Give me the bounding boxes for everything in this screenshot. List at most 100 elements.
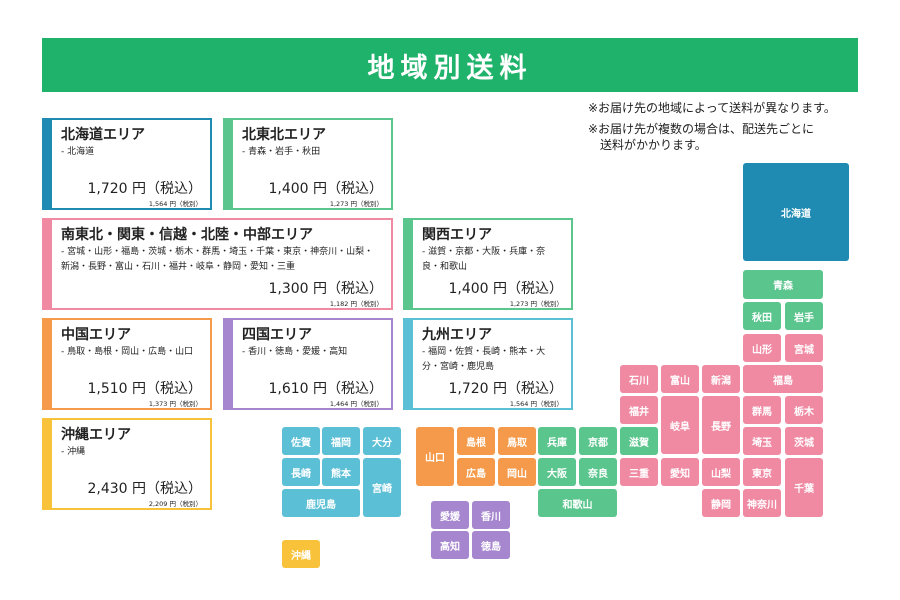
map-tile-kumamoto: 熊本	[322, 458, 360, 486]
map-tile-okayama: 岡山	[498, 458, 536, 486]
map-tile-chiba: 千葉	[785, 458, 823, 517]
area-prefectures: - 青森・岩手・秋田	[242, 147, 321, 157]
map-tile-saga: 佐賀	[282, 427, 320, 455]
area-price-incl: 2,430 円（税込）	[87, 481, 202, 497]
map-tile-nagasaki: 長崎	[282, 458, 320, 486]
area-color-bar	[223, 318, 233, 410]
map-tile-ishikawa: 石川	[620, 365, 658, 393]
map-tile-miyagi: 宮城	[785, 334, 823, 362]
area-card-kansai: 関西エリア - 滋賀・京都・大阪・兵庫・奈良・和歌山 1,400 円（税込） 1…	[403, 218, 573, 310]
map-tile-fukui: 福井	[620, 396, 658, 424]
map-tile-kagoshima: 鹿児島	[282, 489, 360, 517]
area-prefectures: - 香川・徳島・愛媛・高知	[242, 347, 348, 357]
map-tile-akita: 秋田	[743, 302, 781, 330]
map-tile-toyama: 富山	[661, 365, 699, 393]
map-tile-tokyo: 東京	[743, 458, 781, 486]
map-tile-okinawa: 沖縄	[282, 540, 320, 568]
area-color-bar	[42, 318, 52, 410]
area-title: 関西エリア	[422, 227, 492, 243]
area-title: 北海道エリア	[61, 127, 145, 143]
map-tile-hokkaido: 北海道	[743, 163, 849, 261]
area-color-bar	[403, 218, 413, 310]
area-price-incl: 1,610 円（税込）	[268, 381, 383, 397]
area-color-bar	[42, 218, 52, 310]
area-color-bar	[223, 118, 233, 210]
map-tile-yamagata: 山形	[743, 334, 781, 362]
map-tile-yamanashi: 山梨	[702, 458, 740, 486]
note-line-2-cont: 送料がかかります。	[600, 138, 707, 152]
area-card-minamitohoku: 南東北・関東・信越・北陸・中部エリア - 宮城・山形・福島・茨城・栃木・群馬・埼…	[42, 218, 393, 310]
area-price-excl: 1,564 円（税別）	[509, 400, 563, 408]
area-price-incl: 1,400 円（税込）	[448, 281, 563, 297]
area-price-incl: 1,300 円（税込）	[268, 281, 383, 297]
map-tile-aomori: 青森	[743, 270, 823, 299]
map-tile-aichi: 愛知	[661, 458, 699, 486]
map-tile-wakayama: 和歌山	[538, 489, 617, 517]
map-tile-ehime: 愛媛	[431, 501, 469, 529]
area-card-shikoku: 四国エリア - 香川・徳島・愛媛・高知 1,610 円（税込） 1,464 円（…	[223, 318, 393, 410]
map-tile-kagawa: 香川	[472, 501, 510, 529]
area-card-kitatohoku: 北東北エリア - 青森・岩手・秋田 1,400 円（税込） 1,273 円（税別…	[223, 118, 393, 210]
map-tile-tokushima: 徳島	[472, 531, 510, 559]
map-tile-tottori: 鳥取	[498, 427, 536, 455]
area-prefectures: - 沖縄	[61, 447, 86, 457]
map-tile-gunma: 群馬	[743, 396, 781, 424]
map-tile-nara: 奈良	[579, 458, 617, 486]
area-title: 南東北・関東・信越・北陸・中部エリア	[61, 227, 313, 243]
area-card-okinawa: 沖縄エリア - 沖縄 2,430 円（税込） 2,209 円（税別）	[42, 418, 212, 510]
map-tile-kanagawa: 神奈川	[743, 489, 781, 517]
map-tile-fukushima: 福島	[743, 365, 823, 393]
area-price-excl: 1,273 円（税別）	[509, 300, 563, 308]
map-tile-yamaguchi: 山口	[416, 427, 454, 486]
area-title: 沖縄エリア	[61, 427, 131, 443]
map-tile-iwate: 岩手	[785, 302, 823, 330]
area-prefectures: - 宮城・山形・福島・茨城・栃木・群馬・埼玉・千葉・東京・神奈川・山梨・新潟・長…	[61, 247, 374, 272]
map-tile-ibaraki: 茨城	[785, 427, 823, 455]
area-card-kyushu: 九州エリア - 福岡・佐賀・長崎・熊本・大分・宮崎・鹿児島 1,720 円（税込…	[403, 318, 573, 410]
page-title: 地域別送料	[42, 38, 858, 92]
area-card-hokkaido: 北海道エリア - 北海道 1,720 円（税込） 1,564 円（税別）	[42, 118, 212, 210]
area-price-excl: 1,564 円（税別）	[148, 200, 202, 208]
area-card-chugoku: 中国エリア - 鳥取・島根・岡山・広島・山口 1,510 円（税込） 1,373…	[42, 318, 212, 410]
area-price-incl: 1,720 円（税込）	[87, 181, 202, 197]
area-prefectures: - 滋賀・京都・大阪・兵庫・奈良・和歌山	[422, 247, 546, 272]
area-title: 九州エリア	[422, 327, 492, 343]
map-tile-shiga: 滋賀	[620, 427, 658, 455]
map-tile-niigata: 新潟	[702, 365, 740, 393]
map-tile-miyazaki: 宮崎	[363, 458, 401, 517]
area-color-bar	[42, 418, 52, 510]
note-line-1: ※お届け先の地域によって送料が異なります。	[588, 101, 836, 115]
map-tile-shizuoka: 静岡	[702, 489, 740, 517]
area-price-incl: 1,720 円（税込）	[448, 381, 563, 397]
map-tile-hyogo: 兵庫	[538, 427, 576, 455]
map-tile-fukuoka: 福岡	[322, 427, 360, 455]
map-tile-gifu: 岐阜	[661, 396, 699, 454]
area-color-bar	[403, 318, 413, 410]
area-prefectures: - 北海道	[61, 147, 95, 157]
area-price-excl: 1,182 円（税別）	[329, 300, 383, 308]
area-price-incl: 1,510 円（税込）	[87, 381, 202, 397]
area-title: 北東北エリア	[242, 127, 326, 143]
map-tile-saitama: 埼玉	[743, 427, 781, 455]
area-price-excl: 1,373 円（税別）	[148, 400, 202, 408]
map-tile-kyoto: 京都	[579, 427, 617, 455]
area-price-excl: 1,464 円（税別）	[329, 400, 383, 408]
shipping-notes: ※お届け先の地域によって送料が異なります。 ※お届け先が複数の場合は、配送先ごと…	[588, 100, 836, 153]
map-tile-tochigi: 栃木	[785, 396, 823, 424]
map-tile-osaka: 大阪	[538, 458, 576, 486]
map-tile-mie: 三重	[620, 458, 658, 486]
map-tile-oita: 大分	[363, 427, 401, 455]
area-title: 中国エリア	[61, 327, 131, 343]
map-tile-shimane: 島根	[457, 427, 495, 455]
area-title: 四国エリア	[242, 327, 312, 343]
area-price-excl: 2,209 円（税別）	[148, 500, 202, 508]
area-color-bar	[42, 118, 52, 210]
area-prefectures: - 福岡・佐賀・長崎・熊本・大分・宮崎・鹿児島	[422, 347, 546, 372]
note-line-2: ※お届け先が複数の場合は、配送先ごとに	[588, 122, 815, 136]
area-price-excl: 1,273 円（税別）	[329, 200, 383, 208]
map-tile-kochi: 高知	[431, 531, 469, 559]
map-tile-nagano: 長野	[702, 396, 740, 454]
area-prefectures: - 鳥取・島根・岡山・広島・山口	[61, 347, 194, 357]
map-tile-hiroshima: 広島	[457, 458, 495, 486]
area-price-incl: 1,400 円（税込）	[268, 181, 383, 197]
